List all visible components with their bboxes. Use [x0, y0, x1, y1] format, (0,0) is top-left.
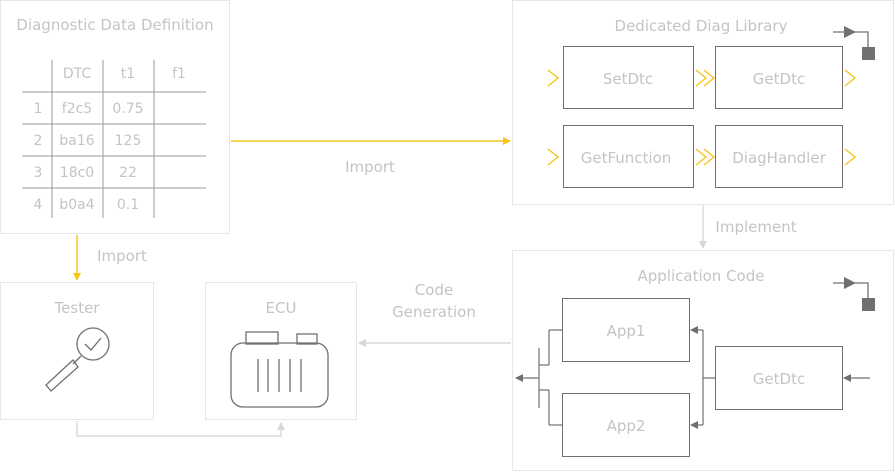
- definition-panel: Diagnostic Data Definition DTC t1 f1 1 f…: [0, 0, 230, 234]
- definition-title: Diagnostic Data Definition: [16, 16, 213, 34]
- table-cell-t1: 22: [119, 165, 137, 181]
- import-right-label: Import: [345, 158, 395, 176]
- app2-block: [562, 393, 690, 457]
- ecu-title: ECU: [266, 299, 297, 317]
- implement-label: Implement: [715, 218, 796, 236]
- app1-label: App1: [607, 322, 646, 340]
- app1-block: [562, 298, 690, 362]
- setdtc-block: [563, 46, 694, 109]
- table-cell-dtc: 18c0: [60, 165, 94, 181]
- magnifier-check-icon: [45, 327, 110, 392]
- table-cell-t1: 0.75: [112, 101, 143, 117]
- setdtc-label: SetDtc: [603, 70, 653, 88]
- ecu-chip-icon: [230, 331, 329, 408]
- diaghandler-label: DiagHandler: [732, 149, 826, 167]
- table-cell-dtc: f2c5: [62, 101, 92, 117]
- table-row-number: 3: [34, 165, 43, 181]
- tester-ecu-connector: [76, 421, 285, 437]
- tester-panel: Tester: [0, 282, 154, 420]
- code-generation-label-line1: Code: [415, 281, 453, 299]
- library-title: Dedicated Diag Library: [615, 17, 788, 35]
- table-cell-dtc: b0a4: [59, 197, 94, 213]
- table-header-dtc: DTC: [63, 66, 92, 82]
- table-row-number: 1: [34, 101, 43, 117]
- app-getdtc-label: GetDtc: [753, 370, 805, 388]
- app-connectors: [515, 326, 870, 429]
- getdtc-label: GetDtc: [753, 70, 805, 88]
- table-cell-dtc: ba16: [59, 133, 94, 149]
- tester-title: Tester: [54, 299, 101, 317]
- code-generation-label-line2: Generation: [392, 303, 476, 321]
- getfunction-block: [563, 125, 694, 188]
- ecu-panel: ECU: [205, 282, 357, 420]
- getfunction-label: GetFunction: [581, 149, 672, 167]
- app2-label: App2: [607, 417, 646, 435]
- import-down-label: Import: [97, 247, 147, 265]
- dtc-table: [22, 60, 206, 218]
- app-corner-icon: [833, 277, 875, 311]
- port-chevron-icons: [547, 69, 857, 166]
- getdtc-block: [715, 46, 843, 109]
- table-header-f1: f1: [172, 66, 186, 82]
- table-header-t1: t1: [121, 66, 135, 82]
- app-code-panel: Application Code App1 App2 GetDtc: [512, 250, 894, 471]
- table-row-number: 4: [34, 197, 43, 213]
- app-getdtc-block: [715, 346, 843, 410]
- diaghandler-block: [715, 125, 843, 188]
- table-cell-t1: 0.1: [117, 197, 139, 213]
- table-cell-t1: 125: [115, 133, 142, 149]
- library-panel: Dedicated Diag Library SetDtc GetDtc Get…: [512, 0, 894, 205]
- app-code-title: Application Code: [638, 267, 765, 285]
- table-row-number: 2: [34, 133, 43, 149]
- library-corner-icon: [833, 26, 875, 60]
